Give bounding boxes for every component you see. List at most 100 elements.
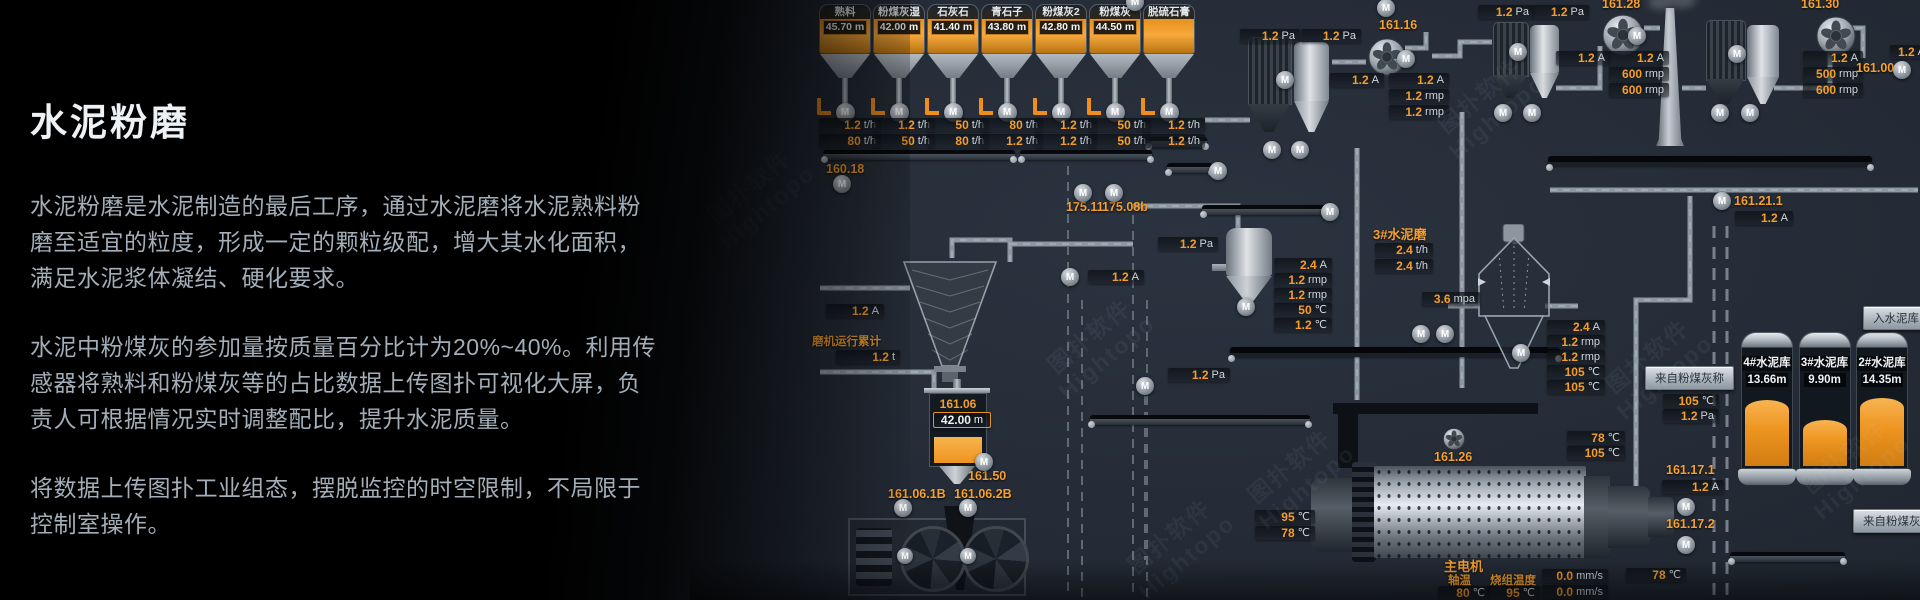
value-unit: ℃ [1607,432,1620,444]
silo-name: 粉煤灰 [1090,5,1140,19]
value-unit: ℃ [1701,395,1714,407]
to-cement-silo-button[interactable]: 入水泥库 [1863,306,1920,330]
silo-level: 41.40 m [931,20,975,35]
conveyor-belt [1088,415,1312,428]
tag-t175-11: 175.11 [1066,200,1104,214]
value-number: 1.2 [1351,73,1369,87]
tag-t175-08b: 175.08b [1102,200,1148,214]
cyclone-classifier [1478,223,1550,374]
tank-fill [934,437,982,463]
value-number: 78 [1591,431,1605,445]
value-number: 1.2 [1294,318,1312,332]
value-unit: ℃ [1297,527,1310,539]
value-mill-t2: 78℃ [1255,526,1315,540]
value-unit: A [1918,45,1920,59]
silo-cap [1856,332,1908,347]
motor-icon: M [1263,141,1281,159]
silo-level: 44.50 m [1093,20,1137,35]
mill-end-cap [1584,476,1610,558]
mill-feed-downcomer [1338,412,1358,468]
silo-cap [1741,332,1793,347]
value-unit: rmp [1581,336,1600,348]
value-number: 2.4 [1396,259,1413,273]
value-unit: ℃ [1297,511,1310,523]
conveyor-belt [1546,156,1874,171]
tag-t161-06-2b: 161.06.2B [954,487,1012,501]
silo-body: 脱硫石膏 [1143,4,1195,54]
value-number: 1.2 [1550,5,1568,19]
value-unit: rmp [1308,274,1327,286]
v-separator [898,254,1002,396]
value-unit: Pa [1199,238,1213,250]
left-panel: 水泥粉磨 水泥粉磨是水泥制造的最后工序，通过水泥磨将水泥熟料粉磨至适宜的粒度，形… [0,0,910,600]
value-number: 2.4 [1396,243,1413,257]
motor-icon: M [1074,184,1092,202]
motor-icon: M [1711,104,1729,122]
motor-icon: M [1159,102,1179,122]
value-unit: Pa [1281,30,1295,42]
silo-discharge-pipe [1058,78,1064,104]
value-unit: t/h [917,135,930,147]
valve-icon [1141,98,1155,115]
tag-t161-17-2: 161.17.2 [1666,517,1715,531]
silo-cone [1090,54,1140,78]
value-unit: rmp [1581,351,1600,363]
conveyor-belt [1200,205,1334,218]
separator-stub [1212,264,1226,271]
tag-t161-26: 161.26 [1434,450,1473,464]
value-unit: m [973,414,984,426]
motor-icon: M [1237,298,1255,316]
from-flyash-scale-button-2[interactable]: 来自粉煤灰称 [1853,509,1920,533]
tank-tag: 161.06 [939,397,977,411]
silo-discharge-pipe [1112,78,1118,104]
value-number: 1.2 [1261,29,1279,43]
value-number: 95 [1281,510,1295,524]
motor-icon: M [1136,377,1154,395]
value-unit: A [1131,271,1139,283]
value-number: 105 [1564,380,1585,394]
fan-161-26 [1443,428,1465,450]
silo-name: 3#水泥库 [1799,356,1850,371]
from-flyash-scale-button[interactable]: 来自粉煤灰称 [1645,366,1734,390]
value-number: 1.2 [1691,480,1709,494]
value-fly-t: 105℃ [1663,394,1719,408]
value-number: 42.00 [940,413,971,427]
value-unit: A [1656,52,1664,64]
motor-icon: M [1741,104,1759,122]
silo-level: 42.80 m [1039,20,1083,35]
value-number: 1.2 [1416,73,1434,87]
value-millout-t1: 78℃ [1567,431,1625,445]
value-sep2-t1: 50℃ [1274,303,1332,317]
value-number: 1.2 [1060,134,1077,148]
silo-base [1738,469,1796,485]
motor-icon: M [1728,45,1746,63]
cyclone-cone [1294,101,1329,132]
pipe-segment [1635,196,1691,500]
value-number: 1.2 [1405,105,1423,119]
value-number: 3.6 [1433,292,1451,306]
value-number: 78 [1281,526,1295,540]
motor-icon: M [1677,498,1695,516]
value-number: 1.2 [1191,368,1209,382]
value-unit: rmp [1308,289,1327,301]
motor-icon: M [1051,102,1071,122]
